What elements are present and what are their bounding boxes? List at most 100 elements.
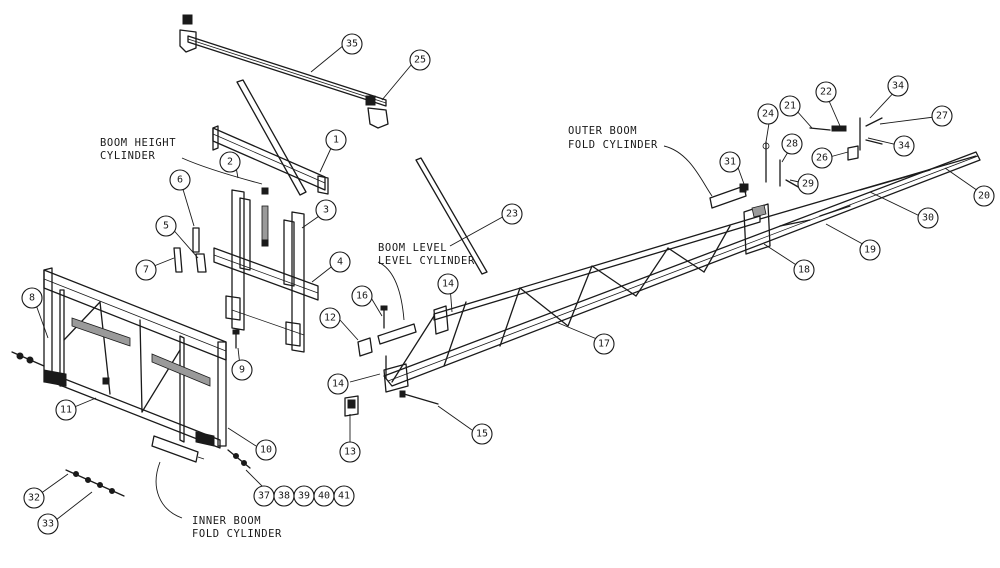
bolt-part (399, 390, 439, 405)
svg-text:14: 14 (332, 379, 344, 390)
svg-text:20: 20 (978, 191, 990, 202)
lift-mast-assembly (213, 187, 319, 353)
part-bubble: 9 (231, 359, 253, 381)
callout-boom-height-cylinder: BOOM HEIGHT CYLINDER (100, 137, 176, 162)
svg-text:8: 8 (29, 293, 35, 304)
svg-text:39: 39 (298, 491, 310, 502)
part-bubble: 26 (811, 147, 833, 169)
main-boom-structure (383, 151, 981, 393)
svg-text:31: 31 (724, 157, 736, 168)
part-bubble: 30 (917, 207, 939, 229)
part-bubble: 2 (219, 151, 241, 173)
svg-text:33: 33 (42, 519, 54, 530)
part-bubble: 21 (779, 95, 801, 117)
svg-text:29: 29 (802, 179, 814, 190)
part-bubble: 10 (255, 439, 277, 461)
part-bubble: 1 (325, 129, 347, 151)
part-bubble: 12 (319, 307, 341, 329)
part-bubble: 27 (931, 105, 953, 127)
svg-text:16: 16 (356, 291, 368, 302)
svg-text:13: 13 (344, 447, 356, 458)
svg-text:3: 3 (323, 205, 329, 216)
svg-text:7: 7 (143, 265, 149, 276)
callout-line-2: LEVEL CYLINDER (378, 255, 475, 267)
svg-text:28: 28 (786, 139, 798, 150)
callout-line-1: BOOM HEIGHT (100, 137, 176, 149)
callout-inner-boom-fold-cylinder: INNER BOOM FOLD CYLINDER (192, 515, 282, 540)
svg-text:2: 2 (227, 157, 233, 168)
part-bubble: 28 (781, 133, 803, 155)
part-bubble: 34 (887, 75, 909, 97)
svg-text:22: 22 (820, 87, 832, 98)
part-bubble: 6 (169, 169, 191, 191)
callout-line-1: OUTER BOOM (568, 125, 637, 137)
svg-text:24: 24 (762, 109, 774, 120)
svg-text:14: 14 (442, 279, 454, 290)
svg-text:26: 26 (816, 153, 828, 164)
part-bubble: 11 (55, 399, 77, 421)
part-bubble: 3 (315, 199, 337, 221)
part-bubble: 23 (501, 203, 523, 225)
hose-part (65, 469, 125, 497)
center-frame-assembly (43, 267, 227, 449)
callout-outer-boom-fold-cylinder: OUTER BOOM FOLD CYLINDER (568, 125, 658, 151)
svg-text:32: 32 (28, 493, 40, 504)
boom-level-cylinder-part (344, 305, 417, 417)
svg-text:37: 37 (258, 491, 270, 502)
diagonal-brace-part (236, 79, 488, 275)
part-bubble: 40 (313, 485, 335, 507)
part-bubble: 31 (719, 151, 741, 173)
part-bubble: 25 (409, 49, 431, 71)
svg-text:21: 21 (784, 101, 796, 112)
part-bubble: 14 (327, 373, 349, 395)
outer-hardware-parts (741, 117, 883, 191)
svg-text:4: 4 (337, 257, 343, 268)
svg-text:12: 12 (324, 313, 336, 324)
svg-text:30: 30 (922, 213, 934, 224)
svg-text:17: 17 (598, 339, 610, 350)
part-bubble: 24 (757, 103, 779, 125)
svg-text:19: 19 (864, 245, 876, 256)
callout-line-2: FOLD CYLINDER (568, 139, 658, 151)
hose-fitting-part (227, 449, 251, 469)
part-bubble: 19 (859, 239, 881, 261)
upper-mast-frame (212, 125, 329, 195)
part-bubble: 14 (437, 273, 459, 295)
part-bubble: 29 (797, 173, 819, 195)
svg-text:23: 23 (506, 209, 518, 220)
callout-line-2: FOLD CYLINDER (192, 528, 282, 540)
svg-text:38: 38 (278, 491, 290, 502)
part-bubble: 16 (351, 285, 373, 307)
part-bubble: 32 (23, 487, 45, 509)
part-bubble: 13 (339, 441, 361, 463)
callout-boom-level-cylinder: BOOM LEVEL LEVEL CYLINDER (378, 242, 475, 267)
svg-text:40: 40 (318, 491, 330, 502)
hydraulic-fitting-left (11, 351, 45, 367)
part-bubble: 7 (135, 259, 157, 281)
part-bubble: 15 (471, 423, 493, 445)
svg-text:18: 18 (798, 265, 810, 276)
svg-text:27: 27 (936, 111, 948, 122)
inner-boom-fold-cylinder-part (151, 435, 205, 463)
svg-text:15: 15 (476, 429, 488, 440)
part-bubble: 20 (973, 185, 995, 207)
part-bubble: 4 (329, 251, 351, 273)
svg-text:1: 1 (333, 135, 339, 146)
svg-text:35: 35 (346, 39, 358, 50)
part-bubble: 5 (155, 215, 177, 237)
callout-line-1: INNER BOOM (192, 515, 261, 527)
part-bubble: 35 (341, 33, 363, 55)
svg-text:34: 34 (892, 81, 904, 92)
svg-text:6: 6 (177, 175, 183, 186)
svg-text:11: 11 (60, 405, 72, 416)
leader-lines (34, 44, 982, 521)
svg-text:5: 5 (163, 221, 169, 232)
pin-part (232, 329, 240, 349)
part-bubble: 33 (37, 513, 59, 535)
part-bubble: 18 (793, 259, 815, 281)
part-bubble: 22 (815, 81, 837, 103)
part-bubble: 39 (293, 485, 315, 507)
outer-boom-fold-cylinder-part (709, 183, 747, 209)
part-bubble: 8 (21, 287, 43, 309)
